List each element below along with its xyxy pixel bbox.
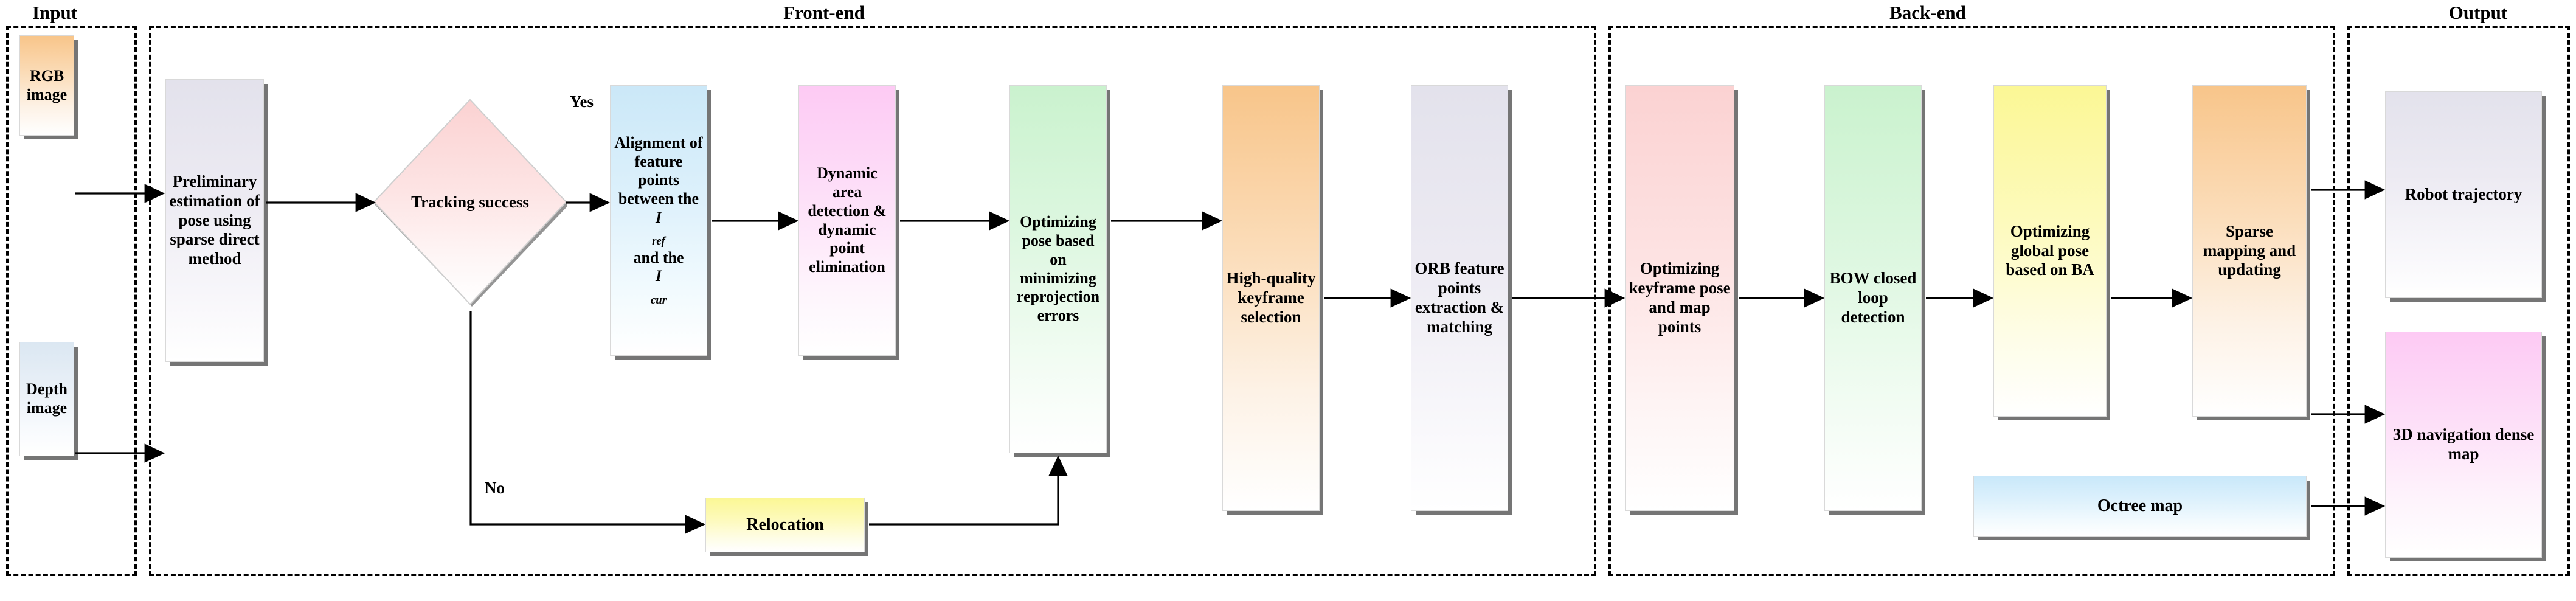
node-sparse-mapping-label: Sparse mapping and updating [2203,221,2296,279]
edge-label-yes: Yes [570,92,594,111]
node-dynamic-area-detection[interactable]: Dynamic area detection & dynamic point e… [798,85,896,356]
node-keyframe-selection-label: High-quality keyframe selection [1226,269,1316,326]
node-preliminary-estimation[interactable]: Preliminary estimation of pose using spa… [165,79,264,362]
node-depth-image[interactable]: Depth image [19,342,74,456]
node-octree-map-label: Octree map [2097,496,2183,516]
node-alignment-feature-points-label: Alignment of feature points between the … [614,133,703,307]
node-optimizing-pose[interactable]: Optimizing pose based on minimizing repr… [1009,85,1107,453]
input-section-container [6,26,137,576]
node-bow-loop-detection-label: BOW closed loop detection [1829,269,1917,326]
node-rgb-image-line2: image [26,85,68,103]
node-rgb-image[interactable]: RGB image [19,35,74,136]
section-label-backend: Back-end [1889,2,1966,23]
node-alignment-feature-points[interactable]: Alignment of feature points between the … [610,85,707,356]
node-tracking-success[interactable]: Tracking success [373,97,567,307]
node-orb-feature-label: ORB feature points extraction & matching [1414,259,1504,336]
node-relocation[interactable]: Relocation [705,498,865,552]
node-3d-dense-map-label: 3D navigation dense map [2392,425,2535,463]
output-section-container [2347,26,2570,576]
edge-label-no: No [485,479,505,497]
node-depth-image-line2: image [26,399,68,417]
node-optimizing-pose-label: Optimizing pose based on minimizing repr… [1016,213,1100,324]
node-depth-image-line1: Depth [26,380,68,398]
node-robot-trajectory[interactable]: Robot trajectory [2385,91,2542,298]
node-optimizing-keyframe-pose-label: Optimizing keyframe pose and map points [1629,259,1731,336]
node-3d-dense-map[interactable]: 3D navigation dense map [2385,332,2542,558]
section-label-output: Output [2448,2,2508,23]
section-label-frontend: Front-end [783,2,865,23]
node-global-ba-label: Optimizing global pose based on BA [2006,221,2094,279]
node-octree-map[interactable]: Octree map [1973,476,2307,537]
node-preliminary-estimation-label: Preliminary estimation of pose using spa… [169,172,260,268]
node-optimizing-keyframe-pose[interactable]: Optimizing keyframe pose and map points [1625,85,1734,511]
frontend-section-container [149,26,1596,576]
section-label-input: Input [32,2,78,23]
node-rgb-image-line1: RGB [29,66,64,85]
node-sparse-mapping[interactable]: Sparse mapping and updating [2192,85,2307,417]
node-keyframe-selection[interactable]: High-quality keyframe selection [1222,85,1320,511]
node-dynamic-area-detection-label: Dynamic area detection & dynamic point e… [808,164,887,276]
node-relocation-label: Relocation [746,515,824,535]
node-robot-trajectory-label: Robot trajectory [2405,185,2522,204]
node-global-ba[interactable]: Optimizing global pose based on BA [1993,85,2107,417]
node-orb-feature[interactable]: ORB feature points extraction & matching [1411,85,1508,511]
node-bow-loop-detection[interactable]: BOW closed loop detection [1824,85,1922,511]
